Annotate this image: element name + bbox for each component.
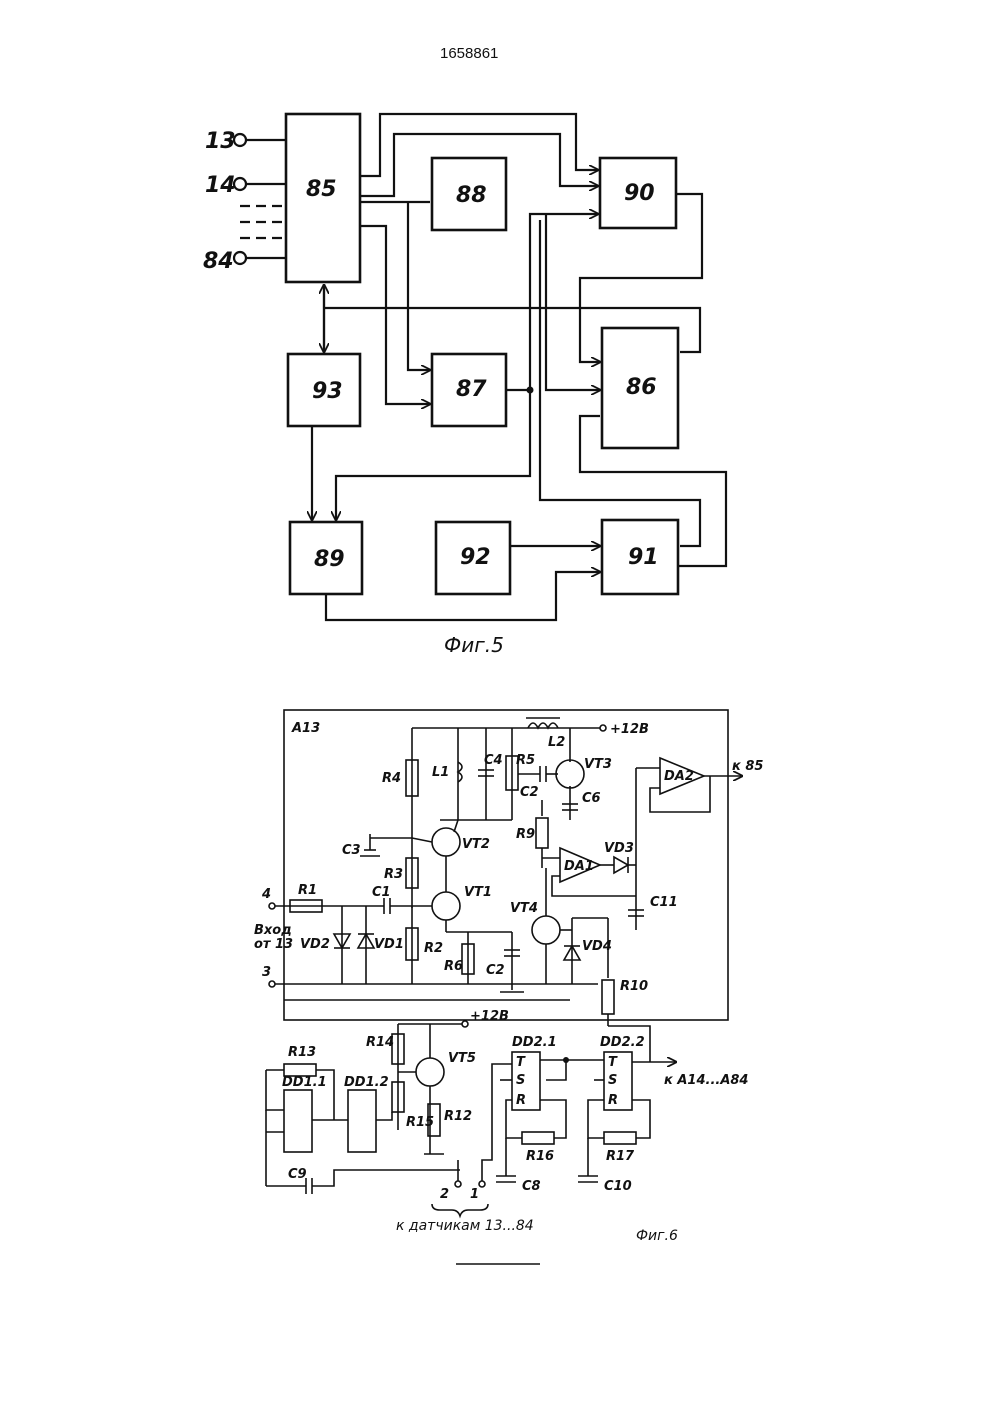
label-vd1: VD1 bbox=[374, 937, 404, 952]
fig6-caption: Фиг.6 bbox=[636, 1228, 678, 1244]
transistor-vt5 bbox=[416, 1058, 444, 1086]
label-vd4: VD4 bbox=[582, 939, 612, 954]
label-vd2: VD2 bbox=[300, 937, 330, 952]
label-dd2-1: DD2.1 bbox=[512, 1035, 557, 1050]
resistor-r16 bbox=[522, 1132, 554, 1144]
input-terminal-14 bbox=[234, 178, 246, 190]
block-91-label: 91 bbox=[628, 545, 659, 570]
block-86-label: 86 bbox=[626, 375, 657, 400]
block-89-label: 89 bbox=[314, 547, 345, 572]
to-sensors-label: к датчикам 13...84 bbox=[396, 1218, 534, 1234]
diode-vd3 bbox=[614, 857, 628, 873]
label-c10: C10 bbox=[604, 1179, 632, 1194]
block-85-label: 85 bbox=[306, 177, 337, 202]
label-r6: R6 bbox=[444, 959, 463, 974]
input-terminal-13 bbox=[234, 134, 246, 146]
transistor-vt1 bbox=[432, 892, 460, 920]
label-c6: C6 bbox=[582, 791, 601, 806]
label-l2: L2 bbox=[548, 735, 565, 750]
input-label-84: 84 bbox=[203, 249, 234, 274]
label-l1: L1 bbox=[432, 765, 449, 780]
label-vt5: VT5 bbox=[448, 1051, 476, 1066]
label-r1: R1 bbox=[298, 883, 317, 898]
label-r10: R10 bbox=[620, 979, 648, 994]
label-vt4: VT4 bbox=[510, 901, 538, 916]
pin-1-label: 1 bbox=[470, 1187, 479, 1202]
label-c11: C11 bbox=[650, 895, 678, 910]
label-c2-bottom: C2 bbox=[486, 963, 505, 978]
label-vd3: VD3 bbox=[604, 841, 634, 856]
label-c4: C4 bbox=[484, 753, 503, 768]
label-r15: R15 bbox=[406, 1115, 434, 1130]
label-r-pin1: R bbox=[516, 1093, 526, 1108]
block-90-label: 90 bbox=[624, 181, 655, 206]
label-r3: R3 bbox=[384, 867, 403, 882]
gate-dd1-2 bbox=[348, 1090, 376, 1152]
input-label-14: 14 bbox=[205, 173, 236, 198]
label-r4: R4 bbox=[382, 771, 401, 786]
label-c9: C9 bbox=[288, 1167, 307, 1182]
module-a13-label: A13 bbox=[291, 721, 320, 736]
block-93-label: 93 bbox=[312, 379, 343, 404]
label-pin-4: 4 bbox=[261, 887, 271, 902]
label-r-pin2: R bbox=[608, 1093, 618, 1108]
label-vt1: VT1 bbox=[464, 885, 492, 900]
label-input-line1: Вход bbox=[254, 923, 292, 938]
fig5-diagram: 13 14 84 85 88 90 86 93 87 89 92 91 bbox=[203, 114, 726, 657]
label-r9: R9 bbox=[516, 827, 535, 842]
label-t1: T bbox=[516, 1055, 526, 1070]
output-to-85-label: к 85 bbox=[732, 759, 763, 774]
label-r13: R13 bbox=[288, 1045, 316, 1060]
label-pin-3: 3 bbox=[262, 965, 271, 980]
label-c3: C3 bbox=[342, 843, 361, 858]
label-r14: R14 bbox=[366, 1035, 394, 1050]
output-a14-label: к А14...А84 bbox=[664, 1073, 748, 1088]
transistor-vt3 bbox=[556, 760, 584, 788]
block-92-label: 92 bbox=[460, 545, 491, 570]
resistor-r9 bbox=[536, 818, 548, 848]
block-87-label: 87 bbox=[456, 377, 487, 402]
pin-2-label: 2 bbox=[440, 1187, 449, 1202]
label-t2: T bbox=[608, 1055, 618, 1070]
label-c8: C8 bbox=[522, 1179, 541, 1194]
label-vt3: VT3 bbox=[584, 757, 612, 772]
label-vt2: VT2 bbox=[462, 837, 490, 852]
brace bbox=[432, 1204, 488, 1216]
resistor-r10 bbox=[602, 980, 614, 1014]
label-r16: R16 bbox=[526, 1149, 554, 1164]
patent-number: 1658861 bbox=[440, 45, 498, 62]
supply-top-label: +12В bbox=[610, 722, 649, 737]
label-dd2-2: DD2.2 bbox=[600, 1035, 645, 1050]
label-da2: DA2 bbox=[664, 769, 694, 784]
label-s1: S bbox=[516, 1073, 525, 1088]
label-r2: R2 bbox=[424, 941, 443, 956]
gate-dd1-1 bbox=[284, 1090, 312, 1152]
label-input-line2: от 13 bbox=[254, 937, 293, 952]
resistor-r17 bbox=[604, 1132, 636, 1144]
label-c1: C1 bbox=[372, 885, 391, 900]
block-88-label: 88 bbox=[456, 183, 487, 208]
input-label-13: 13 bbox=[205, 129, 236, 154]
label-dd1-2: DD1.2 bbox=[344, 1075, 389, 1090]
supply-bottom-label: +12В bbox=[470, 1009, 509, 1024]
fig5-caption: Фиг.5 bbox=[444, 633, 504, 657]
label-s2: S bbox=[608, 1073, 617, 1088]
label-da1: DA1 bbox=[564, 859, 594, 874]
label-r5: R5 bbox=[516, 753, 535, 768]
label-c2-top: C2 bbox=[520, 785, 539, 800]
label-r17: R17 bbox=[606, 1149, 635, 1164]
fig6-schematic: A13 +12В bbox=[266, 710, 763, 1234]
transistor-vt2 bbox=[432, 828, 460, 856]
label-dd1-1: DD1.1 bbox=[282, 1075, 327, 1090]
label-r12: R12 bbox=[444, 1109, 472, 1124]
transistor-vt4 bbox=[532, 916, 560, 944]
input-terminal-84 bbox=[234, 252, 246, 264]
